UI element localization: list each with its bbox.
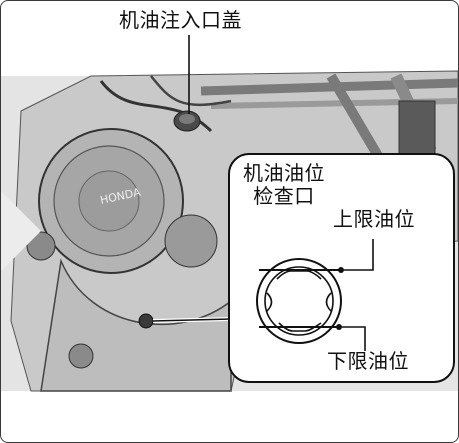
inspection-window-label-line2: 检查口 xyxy=(253,184,315,208)
inspection-window-label-line1: 机油油位 xyxy=(243,161,325,185)
filler-cap-label: 机油注入口盖 xyxy=(119,8,242,32)
inspection-window-label: 机油油位 检查口 xyxy=(243,162,325,208)
lower-level-label: 下限油位 xyxy=(327,349,409,373)
upper-level-label: 上限油位 xyxy=(333,207,415,231)
level-window-inner xyxy=(264,266,334,336)
inspection-callout xyxy=(228,153,455,383)
inspection-window-on-engine xyxy=(138,313,154,329)
